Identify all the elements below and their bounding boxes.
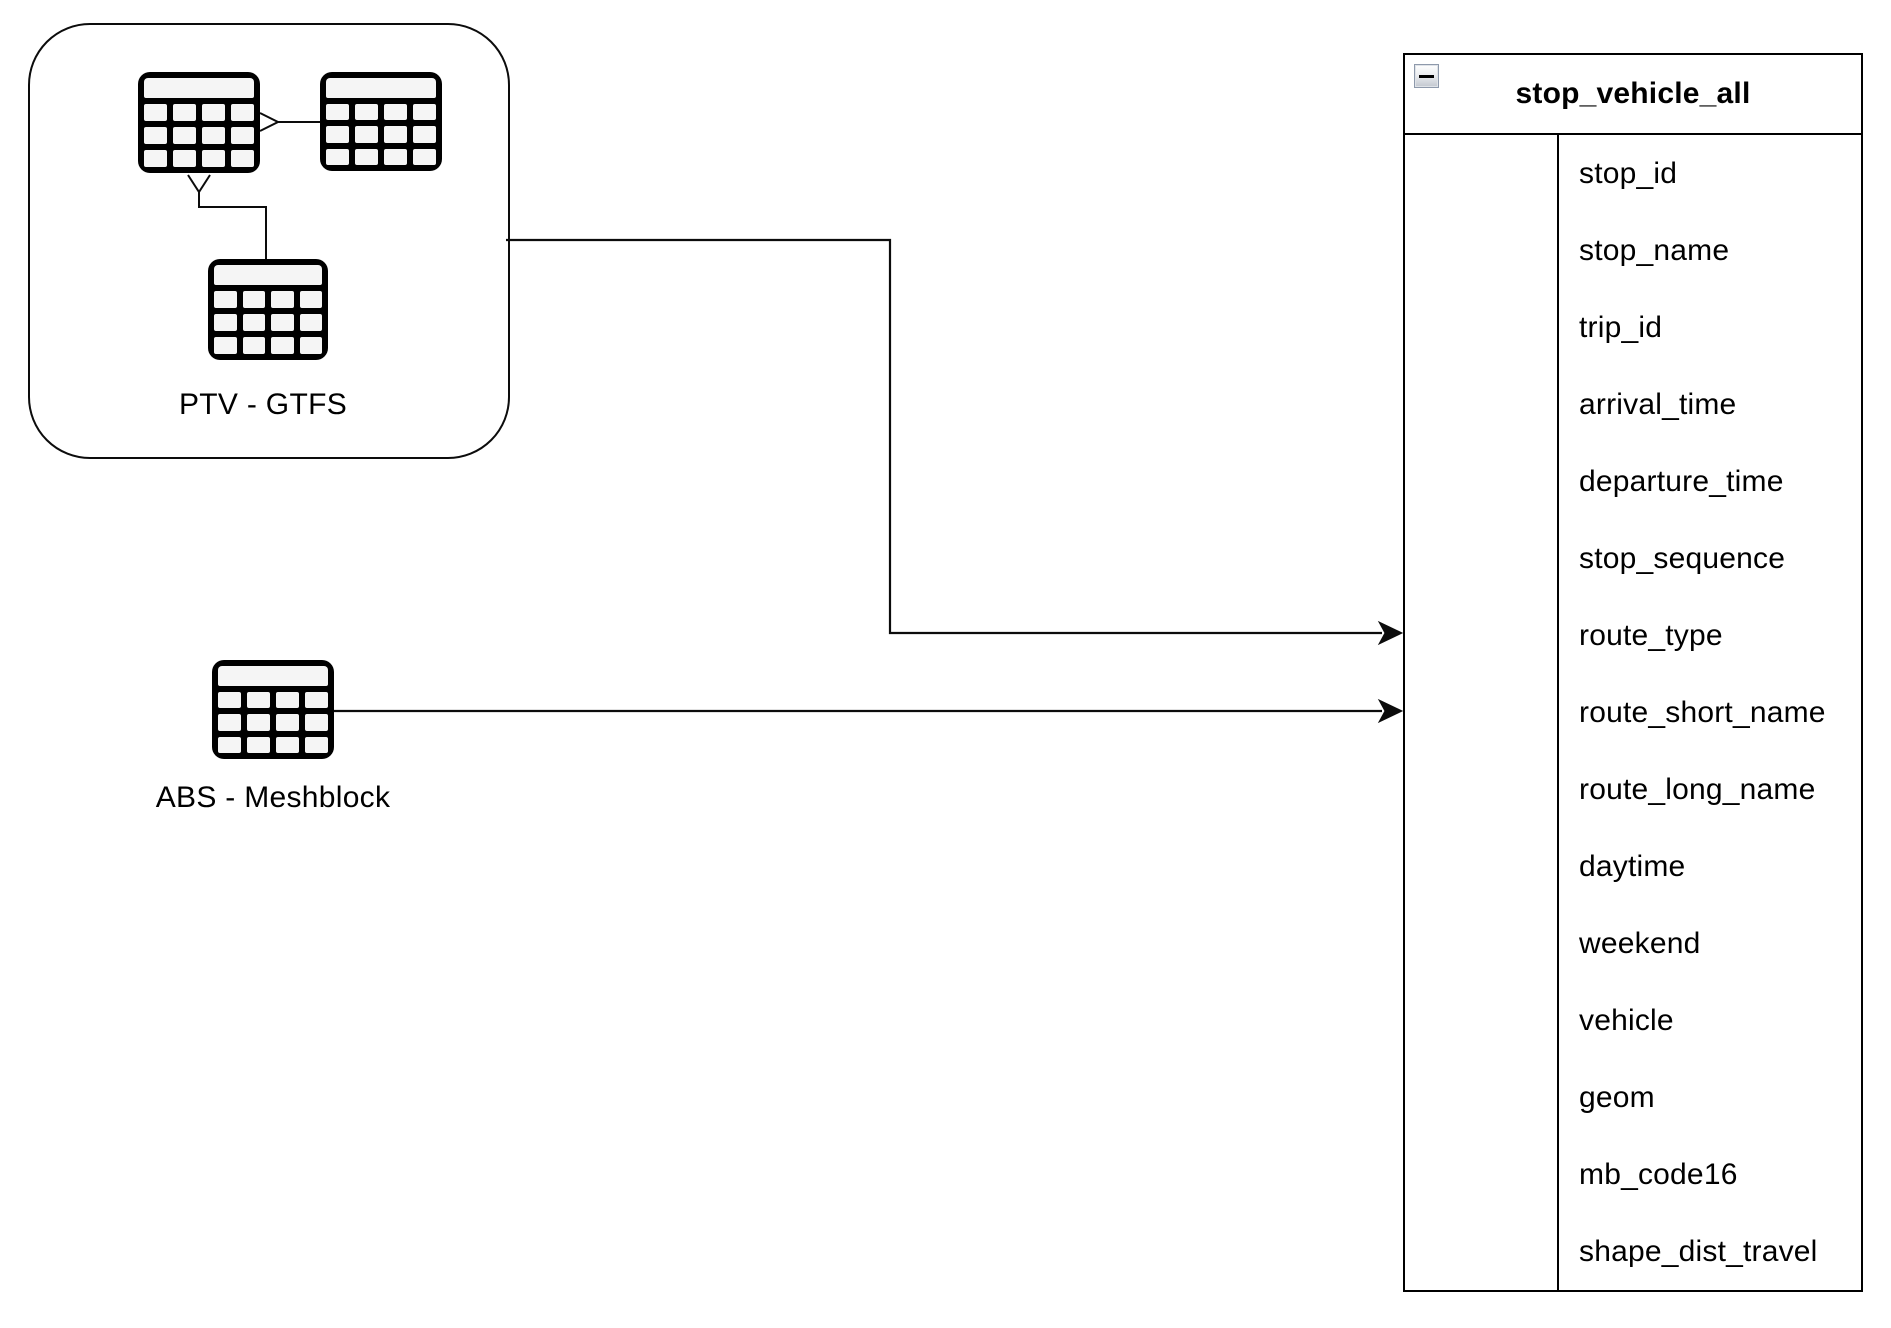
entity-field[interactable]: vehicle	[1579, 1003, 1674, 1037]
table-icon-cell	[326, 104, 349, 121]
table-icon-cell	[173, 150, 196, 167]
table-icon-cell	[276, 692, 299, 709]
minus-icon	[1419, 74, 1434, 78]
table-icon-header	[144, 78, 254, 98]
table-icon-cell	[355, 126, 378, 143]
entity-field[interactable]: mb_code16	[1579, 1157, 1738, 1191]
table-icon-cell	[202, 150, 225, 167]
entity-field[interactable]: stop_name	[1579, 233, 1730, 267]
ptv-gtfs-group[interactable]	[28, 23, 510, 459]
entity-key-column	[1405, 135, 1559, 1290]
table-icon-cell	[271, 337, 294, 354]
table-icon[interactable]	[212, 660, 334, 759]
table-icon-cell	[144, 127, 167, 144]
entity-field[interactable]: trip_id	[1579, 310, 1663, 344]
connector-ptv-to-entity[interactable]	[506, 238, 1382, 635]
table-icon-cell	[173, 127, 196, 144]
table-icon-cell	[413, 104, 436, 121]
table-icon-cell	[413, 148, 436, 165]
table-icon-cell	[299, 314, 322, 331]
entity-field[interactable]: departure_time	[1579, 464, 1784, 498]
entity-field[interactable]: stop_sequence	[1579, 541, 1786, 575]
table-icon-cell	[214, 314, 237, 331]
entity-field[interactable]: route_type	[1579, 618, 1723, 652]
table-icon-cell	[144, 150, 167, 167]
table-icon-cell	[218, 692, 241, 709]
table-icon-cell	[242, 314, 265, 331]
table-icon-cell	[271, 314, 294, 331]
table-icon-cell	[305, 714, 328, 731]
table-icon-header	[326, 78, 436, 98]
table-icon-cell	[214, 291, 237, 308]
table-icon-cell	[413, 126, 436, 143]
entity-field[interactable]: route_long_name	[1579, 772, 1816, 806]
table-icon[interactable]	[138, 72, 260, 173]
entity-field[interactable]: route_short_name	[1579, 695, 1826, 729]
table-icon-cell	[247, 736, 270, 753]
arrowhead-icon	[1377, 698, 1404, 724]
table-icon-cell	[144, 104, 167, 121]
table-icon-cell	[247, 692, 270, 709]
table-icon-cell	[202, 104, 225, 121]
table-icon-cell	[271, 291, 294, 308]
entity-field[interactable]: shape_dist_travel	[1579, 1234, 1818, 1268]
table-icon-cell	[326, 126, 349, 143]
table-icon-cell	[247, 714, 270, 731]
entity-stop-vehicle-all[interactable]: stop_vehicle_all stop_id stop_name trip_id…	[1403, 53, 1863, 1292]
entity-field[interactable]: stop_id	[1579, 156, 1678, 190]
table-icon-cell	[231, 104, 254, 121]
table-icon-cell	[384, 104, 407, 121]
connector-gtfs-table1-table3[interactable]	[198, 192, 267, 259]
table-icon-header	[218, 666, 328, 686]
table-icon-cell	[242, 337, 265, 354]
table-icon-header	[214, 265, 322, 285]
table-icon-cell	[218, 714, 241, 731]
table-icon-cell	[384, 126, 407, 143]
entity-header: stop_vehicle_all	[1405, 55, 1861, 135]
table-icon-cell	[218, 736, 241, 753]
table-icon-cell	[231, 127, 254, 144]
table-icon-cell	[242, 291, 265, 308]
table-icon-cell	[355, 104, 378, 121]
table-icon[interactable]	[208, 259, 328, 360]
table-icon-cell	[355, 148, 378, 165]
collapse-button[interactable]	[1414, 64, 1439, 88]
entity-field[interactable]: weekend	[1579, 926, 1701, 960]
ptv-gtfs-label: PTV - GTFS	[179, 388, 347, 421]
arrowhead-icon	[1377, 620, 1404, 646]
entity-field[interactable]: daytime	[1579, 849, 1686, 883]
table-icon-cell	[299, 337, 322, 354]
entity-title: stop_vehicle_all	[1515, 77, 1751, 110]
table-icon-cell	[326, 148, 349, 165]
abs-meshblock-label: ABS - Meshblock	[155, 781, 391, 814]
entity-field[interactable]: geom	[1579, 1080, 1655, 1114]
table-icon-cell	[384, 148, 407, 165]
table-icon-cell	[276, 736, 299, 753]
table-icon-cell	[299, 291, 322, 308]
table-icon-cell	[202, 127, 225, 144]
table-icon-cell	[173, 104, 196, 121]
entity-field[interactable]: arrival_time	[1579, 387, 1737, 421]
table-icon-cell	[276, 714, 299, 731]
table-icon-cell	[305, 692, 328, 709]
table-icon-cell	[214, 337, 237, 354]
table-icon[interactable]	[320, 72, 442, 171]
table-icon-cell	[231, 150, 254, 167]
table-icon-cell	[305, 736, 328, 753]
